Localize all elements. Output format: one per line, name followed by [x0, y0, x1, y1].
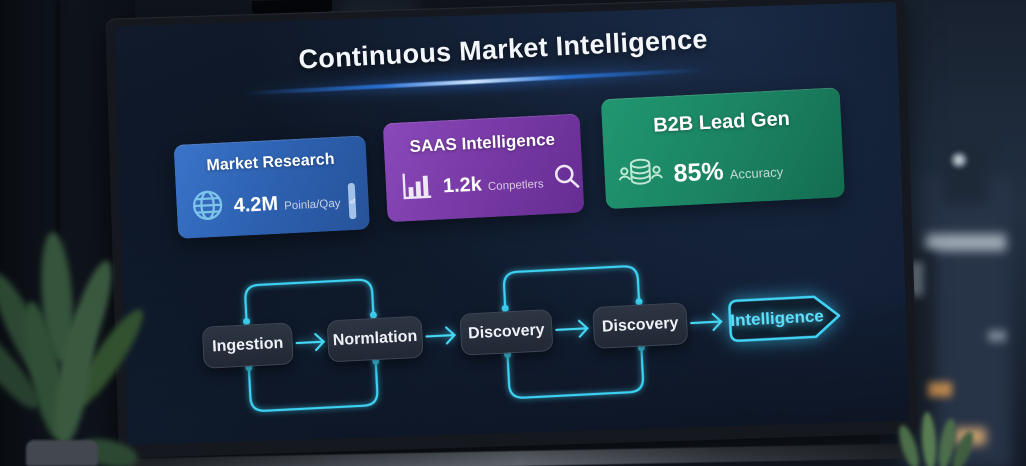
screen-content: Continuous Market Intelligence Market Re…: [115, 2, 910, 445]
pipeline-loop-connectors: [243, 265, 645, 412]
intelligence-node-shape: [728, 295, 841, 342]
wall-seam: [56, 0, 60, 466]
window-light: [988, 330, 1006, 342]
pipeline-node-intelligence: Intelligence: [726, 292, 843, 344]
metric-value: 4.2M: [233, 192, 279, 218]
metric: 1.2k Conpetlers: [442, 170, 544, 198]
metric-label: Conpetlers: [487, 178, 544, 194]
flow-arrow-icon: [295, 332, 326, 352]
node-label: Intelligence: [729, 306, 825, 331]
pipeline-node-ingestion: Ingestion: [201, 322, 294, 369]
node-label: Ingestion: [211, 334, 284, 356]
trend-line-icon: [347, 182, 357, 219]
pipeline-node-normlation: Normlation: [326, 315, 424, 363]
metric-card-b2b-lead-gen: B2B Lead Gen: [600, 87, 846, 210]
flow-arrow-icon: [690, 312, 723, 332]
metric-card-saas-intelligence: SAAS Intelligence 1.2k C: [382, 113, 585, 223]
metric-value: 85%: [672, 157, 725, 188]
city-tower-spire: [944, 142, 988, 204]
pipeline-node-discovery-2: Discovery: [592, 302, 689, 349]
metric-card-market-research: Market Research 4.2M: [173, 135, 371, 239]
database-users-icon: [617, 153, 665, 198]
metric: 85% Accuracy: [673, 152, 831, 189]
node-label: Normlation: [332, 327, 418, 350]
card-title: SAAS Intelligence: [409, 129, 556, 157]
metric-label: Poinla/Qay: [283, 197, 341, 213]
window-light: [928, 382, 952, 397]
flow-arrow-icon: [425, 326, 457, 345]
card-title: Market Research: [206, 150, 335, 175]
metric: 4.2M Poinla/Qay: [233, 190, 341, 218]
plant-pot: [26, 440, 98, 466]
monitor-frame: Continuous Market Intelligence Market Re…: [105, 0, 919, 459]
screen: Continuous Market Intelligence Market Re…: [114, 1, 910, 446]
globe-icon: [189, 186, 227, 229]
metric-value: 1.2k: [442, 173, 483, 198]
pipeline: Ingestion Normlation Discovery Discovery: [187, 234, 874, 428]
card-title: B2B Lead Gen: [652, 107, 791, 137]
pipeline-node-discovery-1: Discovery: [459, 309, 554, 356]
tower-light-band: [926, 234, 1006, 251]
node-label: Discovery: [601, 314, 679, 336]
metric-label: Accuracy: [729, 164, 784, 182]
magnifier-icon: [550, 161, 584, 200]
tower-beacon-light: [950, 152, 968, 168]
node-label: Discovery: [467, 321, 546, 343]
flow-arrow-icon: [555, 319, 589, 338]
bar-chart-icon: [398, 169, 436, 208]
